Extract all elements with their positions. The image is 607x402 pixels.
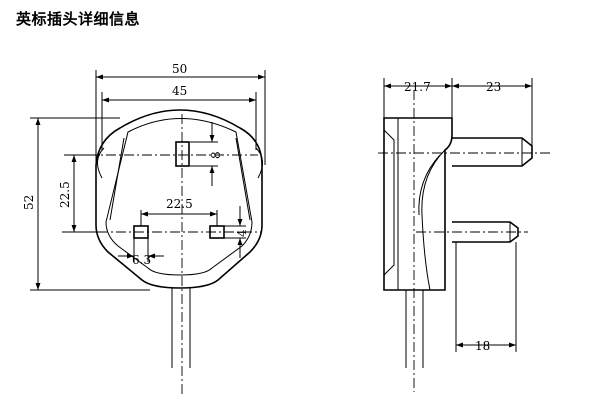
dim-pin-offset: 22.5 [58, 181, 72, 208]
plug-face-outline [105, 118, 253, 276]
side-earth-pin [452, 137, 533, 167]
rear-bump [97, 147, 105, 179]
earth-pin [175, 141, 190, 167]
front-view: 50 45 52 22.5 22.5 8 4 6.3 [22, 62, 266, 395]
side-lower-pin [452, 221, 519, 243]
plug-rim [109, 137, 251, 221]
dim-height-total: 52 [22, 195, 36, 210]
plug-body-outline [95, 109, 263, 289]
dim-lower-pin-length: 18 [475, 339, 490, 353]
dim-pin-length: 23 [486, 80, 501, 94]
dim-pin-thickness: 6.3 [132, 253, 151, 267]
side-face-curve [421, 149, 446, 291]
dim-earth-pin-width: 8 [209, 151, 223, 159]
dim-width-inner: 45 [172, 84, 187, 98]
dim-body-depth: 21.7 [404, 80, 431, 94]
dim-pin-spacing: 22.5 [166, 197, 193, 211]
dim-width-outer: 50 [172, 62, 187, 76]
page-title: 英标插头详细信息 [16, 10, 141, 28]
dim-pin-width: 4 [235, 229, 249, 237]
side-view: 21.7 23 18 [378, 78, 552, 392]
